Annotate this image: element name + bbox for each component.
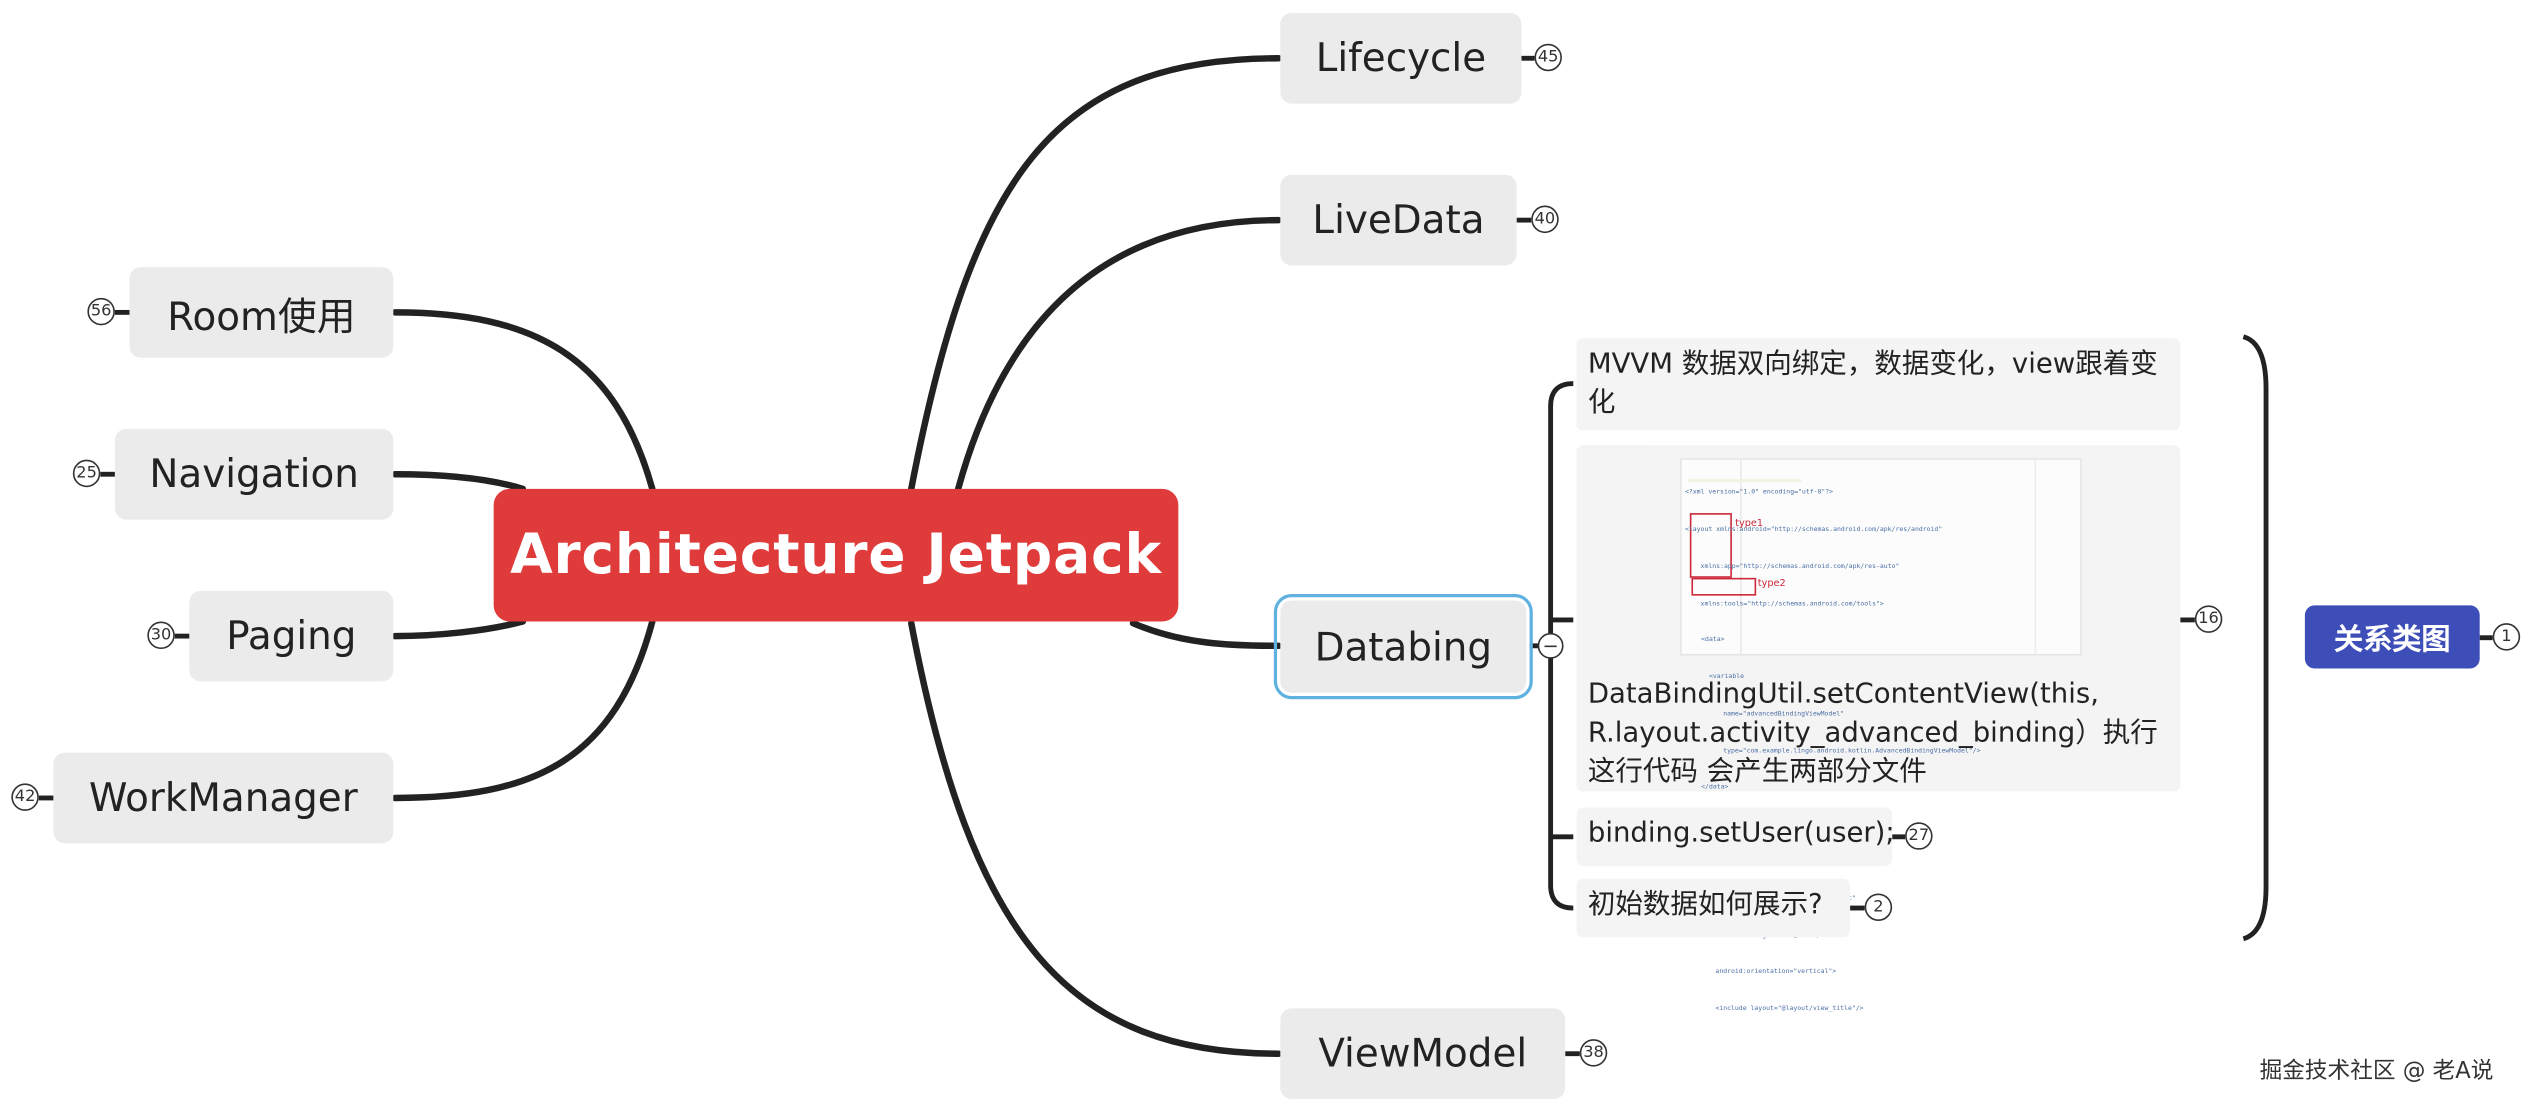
subtopic-setuser-count-badge[interactable]: 27 xyxy=(1905,822,1933,850)
central-topic[interactable]: Architecture Jetpack xyxy=(493,488,1179,622)
subtopic-initial-data-count-badge[interactable]: 2 xyxy=(1864,893,1893,921)
subtopic-initial-data[interactable]: 初始数据如何展示? xyxy=(1576,878,1851,938)
watermark: 掘金技术社区 @ 老A说 xyxy=(2259,1058,2494,1085)
topic-lifecycle-count-badge[interactable]: 45 xyxy=(1534,43,1562,72)
topic-lifecycle[interactable]: Lifecycle xyxy=(1280,12,1522,104)
topic-livedata-count-badge[interactable]: 40 xyxy=(1531,205,1559,234)
collapse-toggle-icon[interactable]: − xyxy=(1537,632,1564,659)
subtopic-setuser[interactable]: binding.setUser(user); xyxy=(1576,807,1895,866)
subtopic-setcontentview-text: DataBindingUtil.setContentView(this, R.l… xyxy=(1587,678,2158,789)
code-text: <?xml version="1.0" encoding="utf-8"?> <… xyxy=(1684,487,1981,1012)
topic-viewmodel[interactable]: ViewModel xyxy=(1280,1008,1566,1100)
topic-room-count-badge[interactable]: 56 xyxy=(87,297,115,326)
code-type2-label: type2 xyxy=(1757,577,1786,590)
topic-paging[interactable]: Paging xyxy=(189,590,394,682)
topic-workmanager[interactable]: WorkManager xyxy=(53,752,394,844)
code-type1-label: type1 xyxy=(1735,517,1764,530)
topic-viewmodel-count-badge[interactable]: 38 xyxy=(1579,1039,1608,1067)
topic-databing[interactable]: Databing xyxy=(1273,594,1533,700)
topic-navigation[interactable]: Navigation xyxy=(114,428,394,520)
subtopic-mvvm[interactable]: MVVM 数据双向绑定，数据变化，view跟着变化 xyxy=(1576,338,2181,431)
group-count-badge[interactable]: 16 xyxy=(2194,605,2223,633)
topic-room[interactable]: Room使用 xyxy=(129,267,394,358)
topic-paging-count-badge[interactable]: 30 xyxy=(147,621,175,650)
legend-relationship-diagram[interactable]: 关系类图 xyxy=(2304,605,2480,669)
topic-navigation-count-badge[interactable]: 25 xyxy=(72,459,101,488)
topic-workmanager-count-badge[interactable]: 42 xyxy=(11,783,39,811)
code-screenshot-image: type1 type2 <?xml version="1.0" encoding… xyxy=(1680,458,2082,1012)
topic-livedata[interactable]: LiveData xyxy=(1280,174,1517,266)
legend-count-badge[interactable]: 1 xyxy=(2492,623,2521,651)
